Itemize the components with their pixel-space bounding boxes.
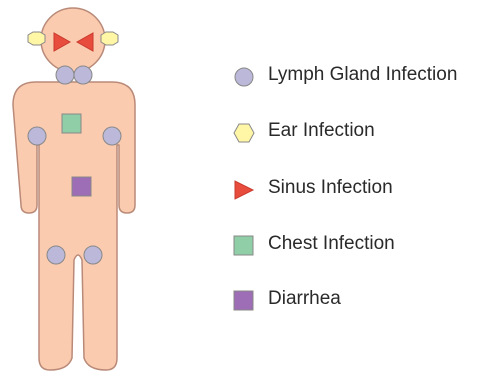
ear-infection-marker-left — [28, 32, 45, 45]
chest-square-icon — [232, 234, 256, 258]
legend-label-lymph: Lymph Gland Infection — [268, 64, 457, 86]
legend-item-diarrhea: Diarrhea — [232, 286, 482, 314]
ear-hexagon-icon — [232, 121, 256, 145]
lymph-marker-groin-left — [47, 246, 65, 264]
legend-label-ear: Ear Infection — [268, 120, 375, 142]
legend-item-sinus: Sinus Infection — [232, 175, 482, 203]
legend-label-diarrhea: Diarrhea — [268, 288, 341, 310]
legend-item-chest: Chest Infection — [232, 231, 482, 259]
lymph-circle-icon — [232, 65, 256, 89]
diarrhea-square-icon — [232, 289, 256, 313]
lymph-marker-armpit-right — [103, 127, 121, 145]
head — [41, 8, 105, 72]
legend-item-lymph: Lymph Gland Infection — [232, 62, 482, 90]
lymph-marker-neck-left — [56, 66, 74, 84]
lymph-marker-neck-right — [74, 66, 92, 84]
ear-infection-marker-right — [101, 32, 118, 45]
legend-label-chest: Chest Infection — [268, 233, 395, 255]
diarrhea-marker — [72, 177, 91, 196]
sinus-triangle-icon — [232, 178, 256, 202]
lymph-marker-armpit-left — [28, 127, 46, 145]
chest-infection-marker — [62, 114, 81, 133]
legend-label-sinus: Sinus Infection — [268, 177, 393, 199]
legend-item-ear: Ear Infection — [232, 118, 482, 146]
lymph-marker-groin-right — [84, 246, 102, 264]
